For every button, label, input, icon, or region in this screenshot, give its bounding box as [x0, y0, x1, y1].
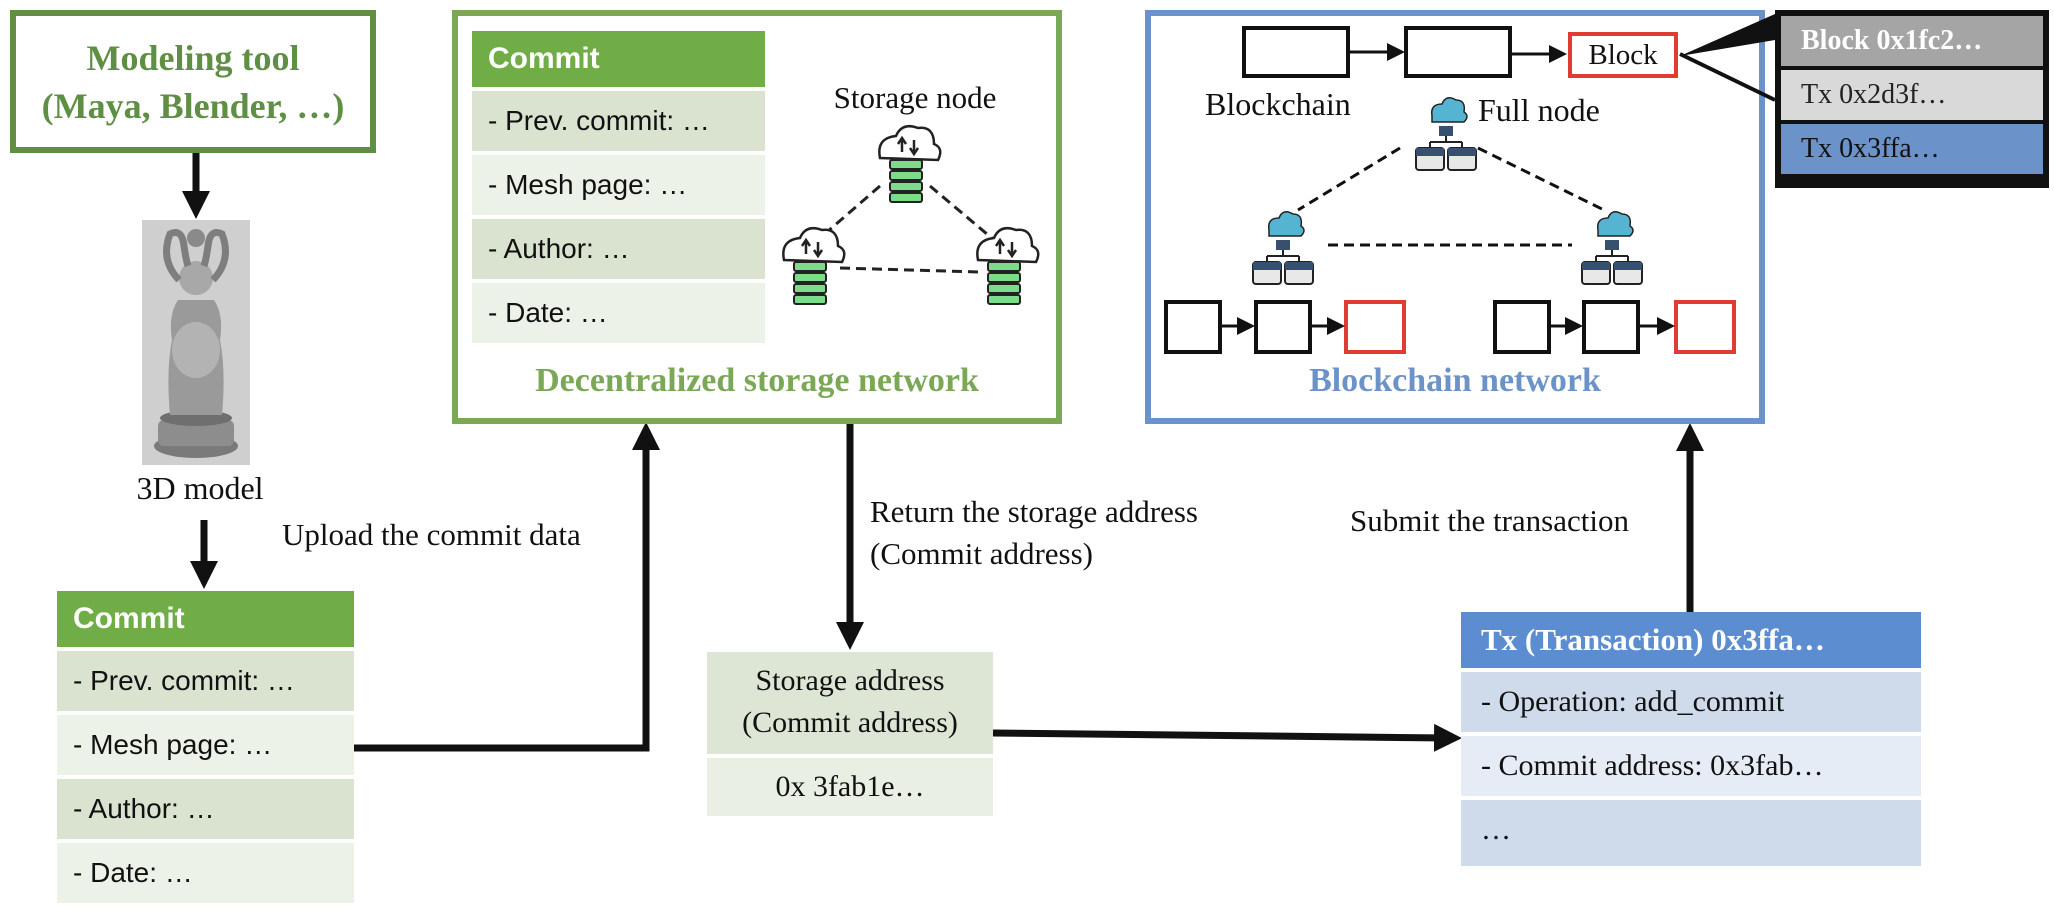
- block-id-row: Block 0x1fc2…: [1781, 16, 2043, 66]
- commit-row: - Author: …: [57, 779, 354, 839]
- commit-header: Commit: [57, 591, 354, 647]
- storage-node-label: Storage node: [833, 80, 997, 115]
- blockchain-label: Blockchain: [1205, 86, 1351, 122]
- storage-network-box: [452, 10, 1062, 424]
- 3d-model-figure: [142, 220, 250, 465]
- arrow-upload-commit: [354, 422, 660, 752]
- stored-commit-header: Commit: [472, 31, 765, 87]
- transaction-row: - Commit address: 0x3fab…: [1461, 736, 1921, 796]
- blockchain-network-title: Blockchain network: [1309, 362, 1601, 399]
- transaction-row: …: [1461, 800, 1921, 866]
- model-label: 3D model: [136, 470, 264, 506]
- storage-address-box: Storage address (Commit address) 0x 3fab…: [707, 652, 993, 816]
- commit-table: Commit - Prev. commit: … - Mesh page: … …: [57, 591, 354, 907]
- transaction-table: Tx (Transaction) 0x3ffa… - Operation: ad…: [1461, 612, 1921, 870]
- modeling-tool-examples: (Maya, Blender, …): [41, 85, 345, 126]
- return-label-line1: Return the storage address: [870, 494, 1198, 529]
- full-node-label: Full node: [1478, 92, 1600, 128]
- stored-commit-row: - Mesh page: …: [472, 155, 765, 215]
- blockchain-network-box: [1145, 10, 1765, 424]
- stored-commit-row: - Prev. commit: …: [472, 91, 765, 151]
- submit-label: Submit the transaction: [1350, 503, 1629, 538]
- stored-commit-row: - Author: …: [472, 219, 765, 279]
- modeling-tool-box: Modeling tool (Maya, Blender, …): [10, 10, 376, 153]
- upload-label: Upload the commit data: [282, 517, 581, 552]
- block-detail-popup: Block 0x1fc2… Tx 0x2d3f… Tx 0x3ffa…: [1775, 10, 2049, 188]
- transaction-row: - Operation: add_commit: [1461, 672, 1921, 732]
- storage-address-header: Storage address (Commit address): [707, 652, 993, 754]
- stored-commit-table: Commit - Prev. commit: … - Mesh page: … …: [472, 31, 765, 347]
- storage-network-title: Decentralized storage network: [535, 362, 979, 399]
- block-highlight: Block: [1568, 32, 1678, 78]
- return-label: Return the storage address (Commit addre…: [870, 491, 1290, 575]
- commit-row: - Mesh page: …: [57, 715, 354, 775]
- storage-address-subtitle: (Commit address): [742, 706, 958, 739]
- return-label-line2: (Commit address): [870, 536, 1093, 571]
- transaction-header: Tx (Transaction) 0x3ffa…: [1461, 612, 1921, 668]
- commit-row: - Date: …: [57, 843, 354, 903]
- arrow-address-to-tx: [992, 723, 1462, 752]
- commit-row: - Prev. commit: …: [57, 651, 354, 711]
- block-tx-row-highlight: Tx 0x3ffa…: [1781, 124, 2043, 174]
- storage-address-title: Storage address: [755, 664, 945, 697]
- block-tx-row: Tx 0x2d3f…: [1781, 70, 2043, 120]
- stored-commit-row: - Date: …: [472, 283, 765, 343]
- modeling-tool-title: Modeling tool: [86, 37, 300, 78]
- storage-address-value: 0x 3fab1e…: [707, 758, 993, 816]
